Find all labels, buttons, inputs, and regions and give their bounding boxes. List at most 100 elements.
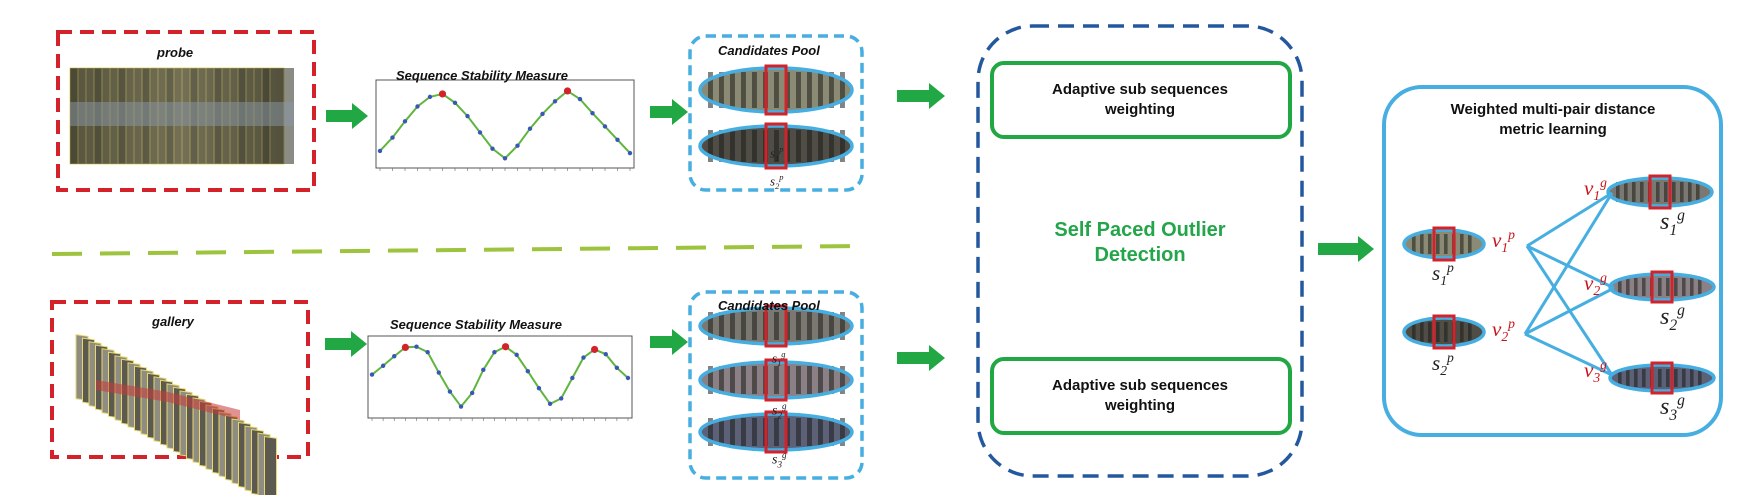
pedestrian-silhouette	[1666, 369, 1670, 387]
pedestrian-silhouette	[840, 72, 845, 108]
pedestrian-silhouette	[1420, 234, 1424, 254]
chart-point	[603, 352, 608, 357]
pedestrian-silhouette	[730, 312, 735, 340]
pedestrian-silhouette	[1674, 369, 1678, 387]
probe-frame-band	[70, 102, 294, 126]
pedestrian-silhouette	[1682, 278, 1686, 296]
pedestrian-silhouette	[741, 130, 746, 162]
separator-dashed-line	[51, 244, 861, 256]
pedestrian-silhouette	[1656, 182, 1660, 202]
metric-title-line1: Weighted multi-pair distance	[1450, 101, 1656, 118]
pedestrian-silhouette	[1682, 369, 1686, 387]
pedestrian-silhouette	[774, 72, 779, 108]
chart-curve	[379, 89, 631, 160]
metric-learning-box	[1382, 85, 1723, 437]
pedestrian-silhouette	[1658, 278, 1662, 296]
pedestrian-silhouette	[1664, 182, 1668, 202]
pedestrian-silhouette	[1618, 278, 1622, 296]
metric-label-s2p: s2p	[1432, 350, 1454, 379]
pedestrian-silhouette	[1468, 322, 1472, 342]
chart-curve	[371, 345, 629, 409]
chart-peak-marker	[501, 343, 510, 351]
candidate-strips	[698, 64, 854, 454]
pedestrian-silhouette	[1616, 182, 1620, 202]
chart-point	[414, 344, 419, 349]
chart-point	[527, 126, 533, 131]
pedestrian-silhouette	[1436, 322, 1440, 342]
chart-point	[590, 110, 595, 116]
pedestrian-silhouette	[1674, 278, 1678, 296]
pool-label-s1g: s1g	[772, 349, 786, 368]
probe-frames	[69, 67, 294, 165]
chart-point	[615, 137, 620, 142]
probe-box	[56, 30, 316, 192]
chart-point	[515, 143, 520, 148]
self-paced-outlier-detection-box	[976, 24, 1304, 478]
pedestrian-silhouette	[1428, 322, 1432, 342]
pedestrian-silhouette	[741, 366, 746, 394]
pedestrian-silhouette	[1658, 369, 1662, 387]
chart-point	[380, 363, 386, 368]
pedestrian-silhouette	[807, 418, 812, 446]
chart-point	[581, 355, 586, 360]
pedestrian-silhouette	[730, 366, 735, 394]
chart-point	[377, 148, 383, 154]
pool-strip-probe-2-outline	[698, 124, 854, 168]
pedestrian-silhouette	[840, 312, 845, 340]
pedestrian-silhouette	[708, 418, 713, 446]
candidates-pool-top-box	[688, 34, 864, 192]
chart-point	[425, 349, 430, 355]
chart-point	[369, 372, 375, 377]
pedestrian-silhouette	[1688, 182, 1692, 202]
chart-point	[477, 130, 483, 135]
pedestrian-silhouette	[807, 130, 812, 162]
pool-strip-gallery-3-outline	[698, 412, 854, 452]
pedestrian-silhouette	[1634, 278, 1638, 296]
adaptive-weighting-label-top: Adaptive sub sequences weighting	[1052, 81, 1228, 118]
pedestrian-silhouette	[752, 366, 757, 394]
metric-label-s2g: s2g	[1660, 302, 1685, 334]
green-arrow	[897, 83, 945, 109]
candidates-pool-bottom-box	[688, 290, 864, 480]
pedestrian-silhouette	[818, 418, 823, 446]
pedestrian-silhouette	[1672, 182, 1676, 202]
pedestrian-silhouette	[829, 312, 834, 340]
pedestrian-silhouette	[829, 418, 834, 446]
pedestrian-silhouette	[818, 312, 823, 340]
gallery-frames	[75, 334, 277, 500]
pedestrian-silhouette	[708, 366, 713, 394]
pedestrian-silhouette	[1698, 278, 1702, 296]
candidates-pool-title-top: Candidates Pool	[718, 43, 820, 58]
chart-point	[577, 96, 583, 102]
chart-point	[481, 367, 486, 373]
pedestrian-silhouette	[719, 418, 724, 446]
metric-label-v2p: v2p	[1492, 316, 1515, 345]
pedestrian-silhouette	[1642, 278, 1646, 296]
metric-strip-s1p-selection	[1432, 226, 1456, 262]
pedestrian-silhouette	[796, 130, 801, 162]
pedestrian-silhouette	[719, 312, 724, 340]
chart-point	[547, 401, 553, 407]
pool-strip-probe-1-selection	[764, 64, 788, 116]
pedestrian-silhouette	[1460, 322, 1464, 342]
probe-title: probe	[157, 45, 194, 60]
gallery-frame	[264, 436, 277, 500]
flow-arrows	[325, 83, 1374, 371]
green-arrow	[1318, 236, 1374, 262]
chart-point	[552, 99, 558, 104]
pedestrian-silhouette	[829, 72, 834, 108]
pedestrian-silhouette	[829, 366, 834, 394]
pool-strip-probe-1-outline	[698, 66, 854, 114]
pedestrian-silhouette	[1428, 234, 1432, 254]
pedestrian-silhouette	[818, 72, 823, 108]
pedestrian-silhouette	[1680, 182, 1684, 202]
chart-peak-marker	[591, 345, 599, 354]
pedestrian-silhouette	[774, 366, 779, 394]
chart-peak-marker	[563, 87, 572, 95]
chart-point	[392, 354, 397, 359]
chart-point	[390, 135, 395, 140]
metric-title-line2: metric learning	[1499, 121, 1607, 138]
metric-label-s3g: s3g	[1660, 392, 1685, 424]
pedestrian-silhouette	[730, 418, 735, 446]
